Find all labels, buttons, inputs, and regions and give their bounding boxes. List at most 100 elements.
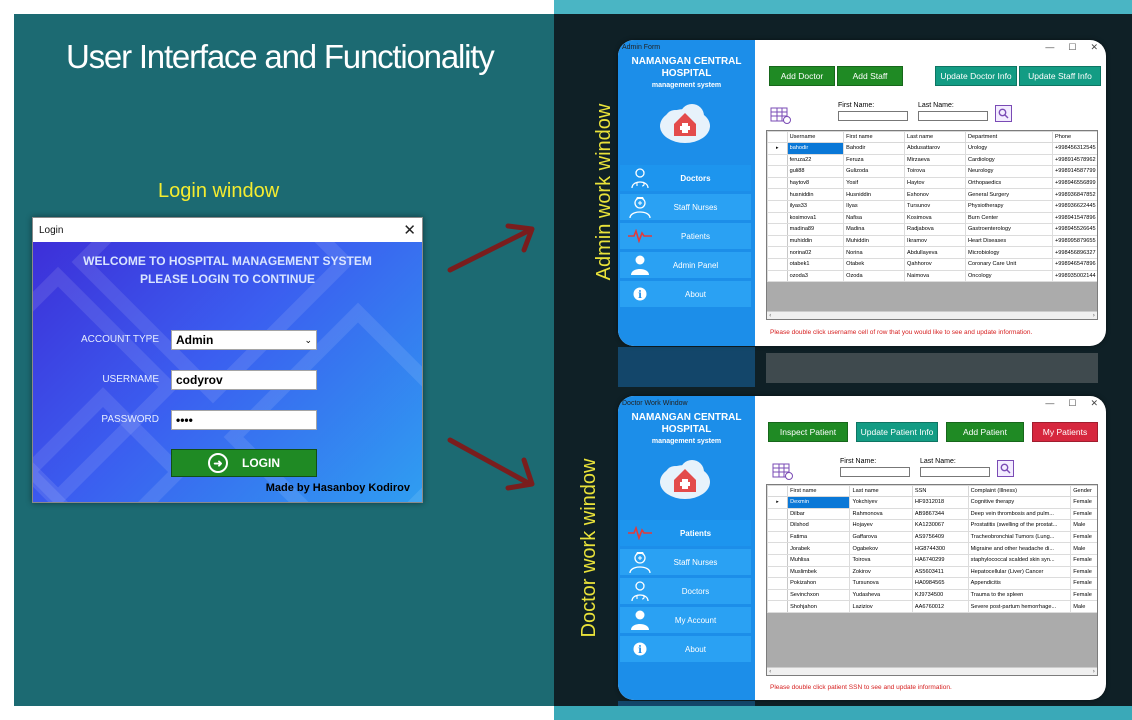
table-cell[interactable]: Eshonov	[904, 188, 966, 201]
table-cell[interactable]: Severe post-partum hemorrhage...	[967, 600, 1072, 613]
row-header[interactable]	[767, 542, 789, 555]
sidebar-item-doctors[interactable]: Doctors	[620, 578, 751, 604]
table-cell[interactable]: Burn Center	[964, 211, 1053, 225]
sidebar-item-patients[interactable]: Patients	[620, 223, 751, 249]
row-header[interactable]: ▸	[767, 496, 789, 509]
column-header[interactable]: SSN	[911, 485, 969, 497]
table-cell[interactable]: Radjabova	[904, 223, 966, 236]
row-header[interactable]	[767, 600, 789, 613]
table-cell[interactable]: Otabek	[843, 257, 906, 271]
scroll-left-icon[interactable]: ‹	[769, 668, 772, 675]
table-cell[interactable]: Gastroenterology	[964, 223, 1053, 236]
minimize-icon[interactable]: —	[1045, 397, 1055, 408]
account-type-select[interactable]: Admin ⌄	[171, 330, 317, 350]
table-row[interactable]: ozoda3OzodaNaimovaOncology+998935002144o…	[767, 269, 1097, 283]
table-cell[interactable]: +998941547896	[1051, 211, 1097, 225]
table-cell[interactable]: Neurology	[964, 165, 1053, 178]
column-header[interactable]: Phone	[1051, 131, 1097, 143]
table-cell[interactable]: Female	[1070, 565, 1097, 579]
table-cell[interactable]: Tracheobronchial Tumors (Lung...	[967, 530, 1072, 544]
table-cell[interactable]: +998914587799	[1051, 165, 1097, 178]
table-cell[interactable]: Toirova	[904, 165, 966, 178]
table-cell[interactable]: +998914578962	[1051, 153, 1097, 167]
table-cell[interactable]: Dexmin	[787, 496, 851, 509]
row-header[interactable]	[767, 223, 788, 236]
table-cell[interactable]: KJ9734500	[911, 588, 969, 602]
table-cell[interactable]: Orthopaedics	[964, 176, 1053, 190]
column-header[interactable]: Username	[786, 131, 845, 143]
table-cell[interactable]: otabek1	[786, 257, 845, 271]
table-cell[interactable]: Gulizoda	[843, 165, 906, 178]
table-cell[interactable]: Ilyas	[843, 199, 906, 213]
table-cell[interactable]: Female	[1070, 577, 1097, 590]
row-header[interactable]	[767, 507, 789, 521]
table-cell[interactable]: Coronary Care Unit	[964, 257, 1053, 271]
table-cell[interactable]: Yokchiyev	[849, 496, 913, 509]
table-cell[interactable]: Abdullayeva	[904, 246, 966, 259]
table-cell[interactable]: Ikramov	[904, 234, 966, 248]
add-staff-button[interactable]: Add Staff	[837, 66, 903, 86]
my-patients-button[interactable]: My Patients	[1032, 422, 1098, 442]
row-header[interactable]	[767, 199, 788, 213]
table-cell[interactable]: Yudasheva	[849, 588, 913, 602]
table-cell[interactable]: +998936622445	[1051, 199, 1097, 213]
column-header[interactable]: Gender	[1070, 485, 1097, 497]
row-header[interactable]	[767, 246, 788, 259]
table-cell[interactable]: Female	[1070, 588, 1097, 602]
table-cell[interactable]: Tursunov	[904, 199, 966, 213]
maximize-icon[interactable]: ☐	[1068, 41, 1077, 52]
row-header[interactable]	[767, 530, 789, 544]
table-cell[interactable]: +998995879655	[1051, 234, 1097, 248]
table-cell[interactable]: Qahhorov	[904, 257, 966, 271]
table-cell[interactable]: Cardiology	[964, 153, 1053, 167]
table-cell[interactable]: Fatima	[787, 530, 851, 544]
table-cell[interactable]: Heart Diseases	[964, 234, 1053, 248]
table-cell[interactable]: HA0984565	[911, 577, 969, 590]
table-cell[interactable]: AB9867344	[911, 507, 969, 521]
password-input[interactable]: ••••	[171, 410, 317, 430]
table-cell[interactable]: Pokizahon	[787, 577, 851, 590]
first-name-search-input[interactable]	[838, 111, 908, 121]
table-cell[interactable]: +998456896327	[1051, 246, 1097, 259]
table-cell[interactable]: Female	[1070, 553, 1097, 567]
scroll-right-icon[interactable]: ›	[1092, 312, 1095, 319]
column-header[interactable]: First name	[843, 131, 906, 143]
row-header[interactable]	[767, 234, 788, 248]
table-cell[interactable]: Norina	[843, 246, 906, 259]
table-cell[interactable]: Dilshod	[787, 519, 851, 532]
table-cell[interactable]: Muhlisa	[787, 553, 851, 567]
table-cell[interactable]: Appendicitis	[967, 577, 1072, 590]
table-cell[interactable]: +998946547896	[1051, 257, 1097, 271]
table-cell[interactable]: ozoda3	[786, 269, 845, 283]
table-cell[interactable]: muhiddin	[786, 234, 845, 248]
table-cell[interactable]: Tursunova	[849, 577, 913, 590]
row-header[interactable]	[767, 588, 789, 602]
table-cell[interactable]: Oncology	[964, 269, 1053, 283]
scroll-right-icon[interactable]: ›	[1092, 668, 1095, 675]
table-cell[interactable]: Microbiology	[964, 246, 1053, 259]
table-cell[interactable]: +998946556899	[1051, 176, 1097, 190]
table-cell[interactable]: Muhiddin	[843, 234, 906, 248]
table-cell[interactable]: +998456312545	[1051, 142, 1097, 155]
column-header[interactable]: Complaint (Illness)	[967, 485, 1072, 497]
sidebar-item-staff-nurses[interactable]: Staff Nurses	[620, 194, 751, 220]
table-cell[interactable]: KA1230067	[911, 519, 969, 532]
row-header[interactable]	[767, 211, 788, 225]
table-cell[interactable]: +998935002144	[1051, 269, 1097, 283]
table-cell[interactable]: Prostatitis (swelling of the prostat...	[967, 519, 1072, 532]
table-cell[interactable]: Hepatocellular (Liver) Cancer	[967, 565, 1072, 579]
